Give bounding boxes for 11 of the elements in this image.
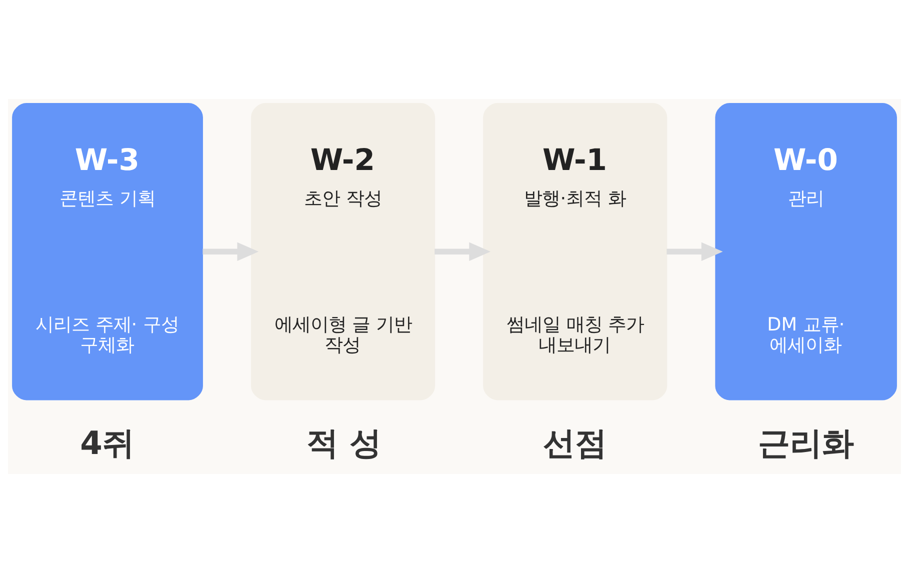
label: 4쥐	[80, 424, 134, 462]
label: 적 성	[306, 424, 382, 462]
arrow	[666, 242, 723, 261]
node-box: W-2 초안 작성 에세이형 글 기반 작성	[251, 103, 436, 400]
node-box: W-0 관리 DM 교류· 에세이화	[715, 103, 897, 400]
arrow	[202, 242, 259, 261]
arrow	[434, 242, 491, 261]
node-box: W-1 발행·최적 화 썸네일 매칭 추가 내보내기	[483, 103, 668, 400]
label: 근리화	[758, 424, 854, 462]
node-box: W-3 콘텐츠 기획 시리즈 주제· 구성 구체화	[12, 103, 203, 400]
label: 선점	[543, 424, 608, 462]
